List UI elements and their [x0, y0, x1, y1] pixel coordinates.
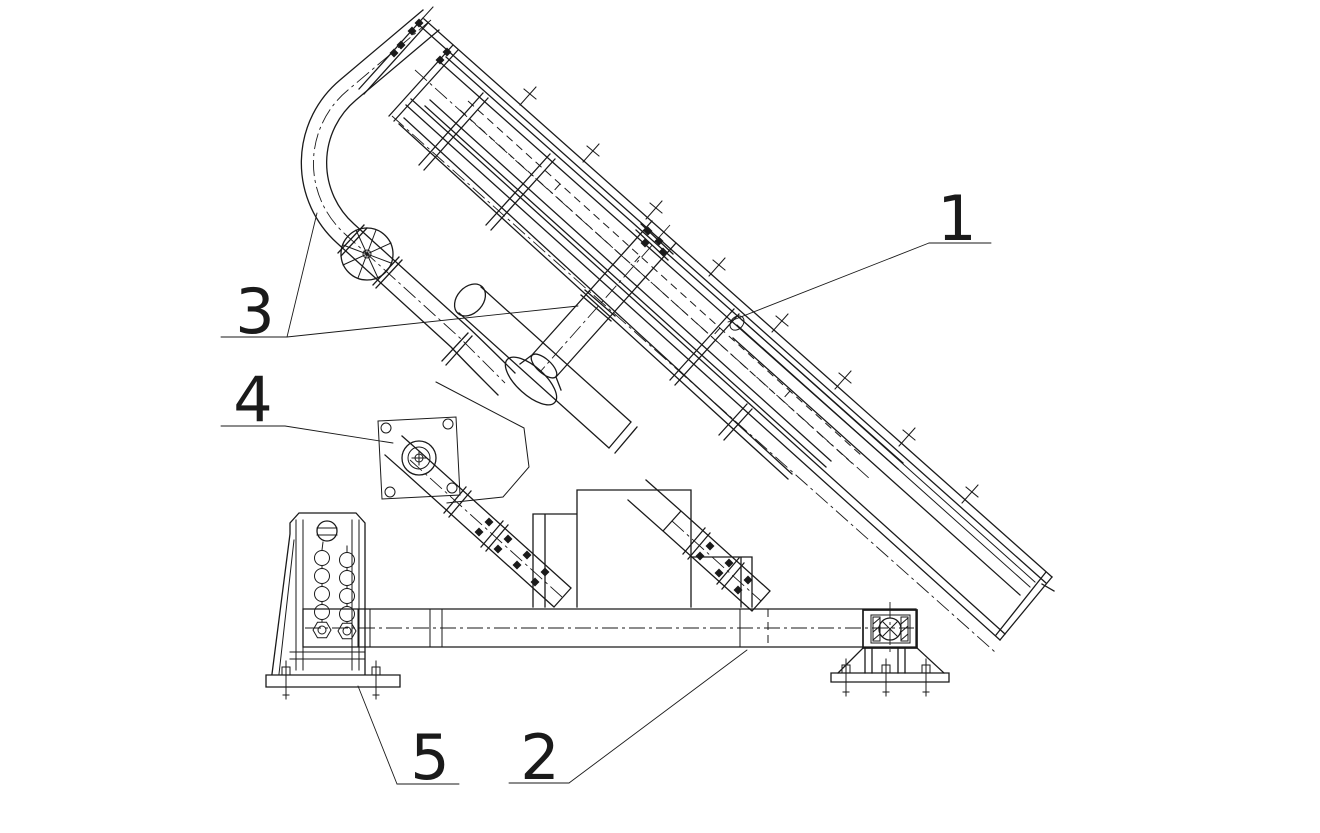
callout-5-label: 5 [410, 721, 449, 794]
drive-hub-assembly [377, 283, 638, 504]
drive-tube [458, 286, 638, 454]
callout-5-leader [357, 685, 398, 785]
lock-nut-right-bore [342, 626, 352, 636]
stand-outline [271, 512, 366, 675]
base-frame-beam [302, 608, 917, 648]
callout-3-leader-a [286, 212, 318, 338]
handwheel-hub [362, 249, 372, 259]
lock-nut-right [337, 622, 357, 640]
pedestal-legs [837, 647, 945, 674]
callout-5: 5 [357, 685, 460, 794]
callout-4-label: 4 [233, 363, 272, 436]
hub-cross-marks [411, 450, 427, 466]
right-leg-centerline [671, 520, 762, 602]
rod-end-cap [729, 315, 745, 331]
callout-3: 3 [220, 212, 579, 348]
lock-nut-left-bore [317, 625, 327, 635]
hub-outer-ring [401, 440, 437, 476]
chute-centerline [539, 224, 671, 373]
left-support-stand [265, 512, 401, 700]
bearing-seal-left [872, 616, 881, 642]
left-leg-centerline [409, 459, 563, 598]
bearing-hatch [872, 617, 909, 641]
left-base-plate [265, 674, 401, 688]
bearing-inner-frame [870, 614, 911, 644]
chute-bell-mouth [504, 356, 558, 406]
chain-links-left [313, 550, 331, 620]
mount-bracket-plate [435, 381, 530, 504]
left-leg-walls [384, 435, 572, 608]
chain-connectors [321, 541, 348, 624]
boom-centerlines [391, 69, 996, 653]
callout-3-leader-b [286, 305, 579, 338]
boom-hidden-lines [459, 100, 863, 466]
feed-pipe-assembly [300, 9, 516, 396]
pipe-flange-joints [337, 224, 473, 366]
pipe-inner-wall [326, 29, 516, 374]
callout-4: 4 [220, 363, 394, 444]
left-anchor-bolts [281, 660, 381, 700]
chute-walls [519, 220, 677, 391]
stand-gusset [278, 539, 295, 675]
left-leg-channel [384, 435, 572, 608]
drive-tube-cap [453, 283, 487, 317]
boom-tip-plate [995, 571, 1055, 641]
right-bearing-pedestal [830, 602, 950, 697]
chain-link-rack [312, 541, 357, 640]
right-base-plate [830, 672, 950, 683]
boom-rails [398, 18, 1053, 641]
callout-2-label: 2 [520, 721, 559, 794]
chain-links-right [338, 552, 356, 622]
handwheel-valve [340, 227, 394, 281]
boom-flange-bolts [389, 18, 452, 65]
chute-end-cap [530, 353, 558, 379]
inlet-chute-cylinder [504, 220, 677, 406]
right-anchor-bolts [841, 658, 931, 697]
lock-nut-left [312, 621, 332, 639]
center-a-frame-support [532, 489, 753, 608]
a-frame-plates [532, 489, 753, 608]
callout-2: 2 [508, 649, 748, 794]
pivot-pin-lines [316, 527, 338, 536]
callout-1-label: 1 [937, 182, 976, 255]
callout-4-leader [284, 425, 394, 444]
chute-flange-bolts [640, 226, 668, 257]
callout-1: 1 [727, 182, 992, 323]
hub-corner-bolts [380, 418, 458, 498]
stand-pivot-pin [316, 520, 338, 542]
boom-stud-bolts [422, 6, 979, 504]
pipe-outer-wall [300, 9, 499, 396]
callout-2-leader [568, 649, 748, 784]
beam-outline [302, 608, 917, 648]
handwheel-rim [340, 227, 394, 281]
boom-cylinder-rod [736, 319, 1036, 588]
right-leg-channel [627, 479, 771, 612]
callout-1-leader [727, 242, 930, 323]
stand-plates [289, 519, 366, 671]
inclined-boom-assembly [358, 6, 1055, 653]
pipe-centerline [313, 19, 506, 384]
handwheel-spokes [342, 229, 392, 279]
hub-mid-ring [407, 446, 431, 470]
callout-3-label: 3 [235, 275, 274, 348]
